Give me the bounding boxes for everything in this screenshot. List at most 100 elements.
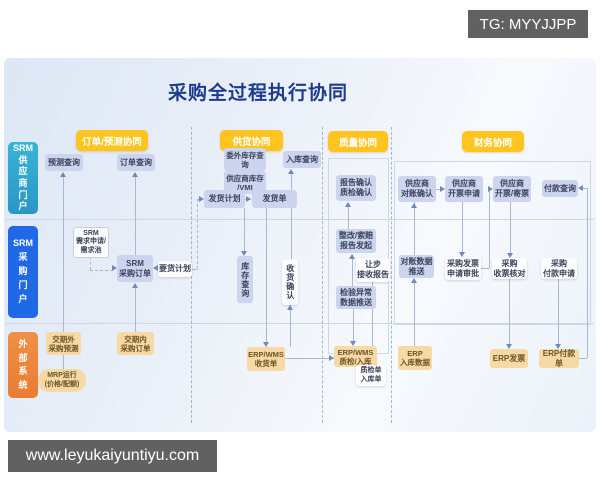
connector-line xyxy=(348,203,349,229)
connector-line xyxy=(462,202,463,255)
connector-line xyxy=(372,282,373,361)
connector-arrow-up xyxy=(288,169,294,174)
connector-arrow-down xyxy=(555,344,561,349)
header-order-forecast-collab: 订单/预测协同 xyxy=(76,130,148,151)
lane-separator-line xyxy=(6,323,594,324)
connector-arrow-right xyxy=(440,186,445,192)
node-recon-data-push: 对账数据 推送 xyxy=(399,255,434,278)
connector-line xyxy=(266,208,267,342)
node-inspection-abnormal-push: 检验异常 数据推送 xyxy=(336,286,376,309)
node-payment-query: 付款查询 xyxy=(542,180,578,197)
connector-arrow-right xyxy=(199,196,204,202)
connector-arrow-right xyxy=(488,186,493,192)
connector-line xyxy=(90,256,91,270)
connector-line xyxy=(135,284,136,332)
column-separator-dashed xyxy=(322,127,323,423)
node-concession-accept-report: 让步 接收报告 xyxy=(356,258,390,282)
lane-srm-purchase-portal: SRM 采 购 门 户 xyxy=(8,226,38,318)
connector-arrow-right xyxy=(246,196,251,202)
node-erp-invoice: ERP发票 xyxy=(490,349,528,368)
node-srm-demand-pool: SRM 需求申请/ 需求池 xyxy=(73,227,109,258)
node-material-req-plan: 要货计划 xyxy=(158,261,192,277)
lane-separator-line xyxy=(6,219,594,220)
connector-arrow-down xyxy=(241,251,247,256)
node-report-confirm: 报告确认 质检确认 xyxy=(336,175,376,201)
connector-line xyxy=(244,208,245,251)
connector-line xyxy=(414,202,415,255)
connector-line xyxy=(489,191,490,268)
connector-arrow-up xyxy=(287,305,293,310)
lane-srm-supplier-portal: SRM 供 应 商 门 户 xyxy=(8,142,38,214)
node-forecast-query: 预测查询 xyxy=(45,154,83,171)
node-offterm-purchase-forecast: 交期外 采购预测 xyxy=(46,332,81,355)
connector-line xyxy=(63,175,64,332)
connector-line xyxy=(290,305,291,347)
connector-line xyxy=(436,189,442,190)
connector-arrow-left xyxy=(153,265,158,271)
connector-arrow-down xyxy=(507,253,513,258)
connector-arrow-up xyxy=(132,283,138,288)
node-purchase-invoice-check: 采购 收票核对 xyxy=(492,258,527,279)
connector-line xyxy=(481,268,489,269)
node-qc-inbound-note: 质检单 入库单 xyxy=(356,365,386,386)
node-rectify-claim-report: 整改/索赔 报告发起 xyxy=(336,229,376,253)
connector-arrow-right xyxy=(112,265,117,271)
node-supplier-invoice-send: 供应商 开票/寄票 xyxy=(493,176,531,202)
node-mrp-run: MRP运行 (价格/配额) xyxy=(38,369,86,392)
node-supplier-invoice-apply: 供应商 开票申请 xyxy=(445,176,483,202)
website-watermark: www.leyukaiyuntiyu.com xyxy=(8,440,217,472)
node-inventory-query: 库存查询 xyxy=(237,256,253,303)
connector-arrow-left xyxy=(578,185,583,191)
connector-arrow-up xyxy=(411,203,417,208)
node-order-query: 订单查询 xyxy=(117,154,155,171)
connector-line xyxy=(579,358,587,359)
connector-arrow-down xyxy=(263,342,269,347)
node-inbound-query: 入库查询 xyxy=(283,151,321,168)
node-erp-payment-order: ERP付款单 xyxy=(539,349,579,368)
header-quality-collab: 质量协同 xyxy=(328,131,388,152)
connector-line xyxy=(510,202,511,256)
connector-arrow-down xyxy=(459,252,465,257)
node-purchase-payment-apply: 采购 付款申请 xyxy=(541,258,577,279)
connector-line xyxy=(587,188,588,358)
connector-line xyxy=(285,358,334,359)
column-separator-dashed xyxy=(391,127,392,423)
connector-arrow-up xyxy=(349,254,355,259)
connector-arrow-up xyxy=(60,172,66,177)
node-supplier-inventory-vmi: 供应商库存 /VMI xyxy=(224,171,266,194)
node-purchase-invoice-approve: 采购发票 申请审批 xyxy=(445,257,481,280)
node-supplier-recon-confirm: 供应商 对账确认 xyxy=(398,176,436,202)
connector-line xyxy=(558,279,559,347)
node-shipping-plan: 发货计划 xyxy=(204,190,245,208)
connector-line xyxy=(353,309,354,342)
connector-line xyxy=(135,175,136,255)
node-erp-inbound-data: ERP 入库数据 xyxy=(398,346,432,370)
node-outsourced-inventory-query: 委外库存查 询 xyxy=(224,148,266,171)
connector-arrow-down xyxy=(350,341,356,346)
connector-line xyxy=(197,199,198,269)
header-supply-collab: 供货协同 xyxy=(220,130,283,151)
node-erp-wms-receipt: ERP/WMS 收货单 xyxy=(247,347,285,371)
connector-arrow-up xyxy=(345,202,351,207)
node-shipping-order: 发货单 xyxy=(252,190,297,208)
connector-line xyxy=(582,188,587,189)
node-receipt-confirm: 收货确认 xyxy=(282,259,298,305)
connector-line xyxy=(90,270,113,271)
header-finance-collab: 财务协同 xyxy=(462,131,524,152)
node-interm-purchase-order: 交期内 采购订单 xyxy=(117,332,154,355)
connector-line xyxy=(291,174,292,259)
connector-line xyxy=(63,355,64,369)
connector-line xyxy=(509,279,510,347)
node-srm-purchase-order: SRM 采购订单 xyxy=(117,255,153,282)
connector-arrow-up xyxy=(132,172,138,177)
connector-arrow-right xyxy=(329,355,334,361)
diagram-title: 采购全过程执行协同 xyxy=(167,83,348,104)
connector-arrow-up xyxy=(411,278,417,283)
node-erp-wms-qc-inbound: ERP/WMS 质检/入库 xyxy=(334,346,377,367)
connector-line xyxy=(414,280,415,346)
connector-line xyxy=(192,269,197,270)
connector-arrow-down xyxy=(506,344,512,349)
lane-external-systems: 外 部 系 统 xyxy=(8,332,38,398)
